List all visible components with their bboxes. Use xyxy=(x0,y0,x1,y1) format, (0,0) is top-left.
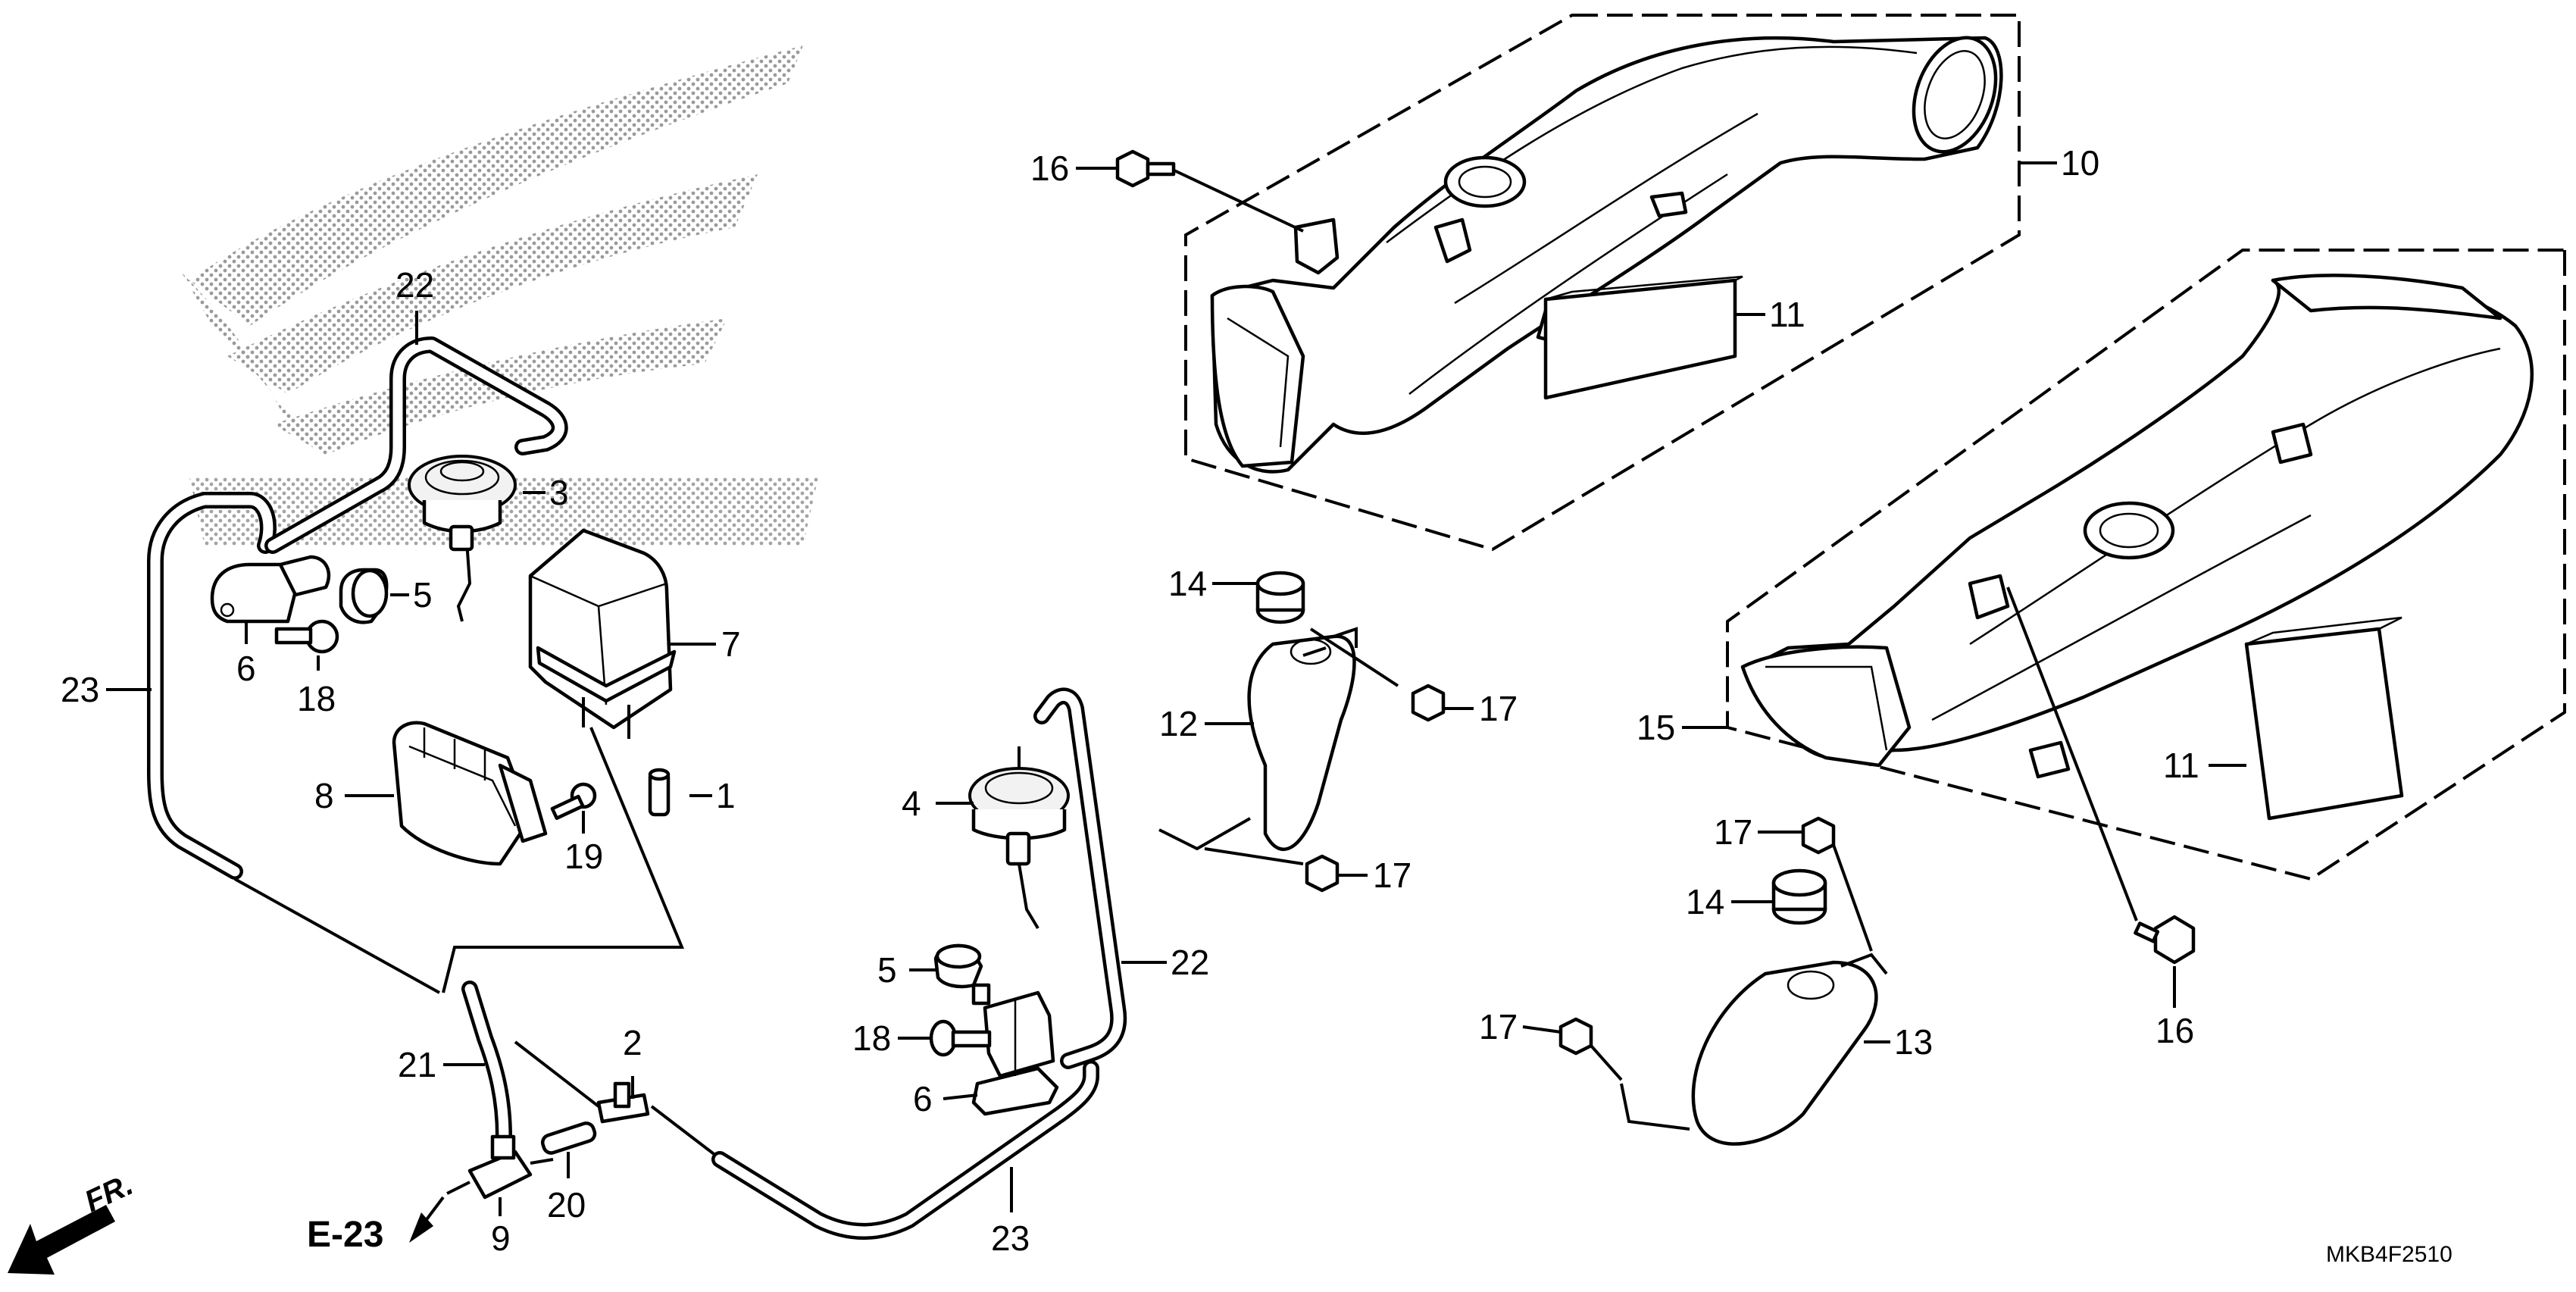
label-part-9: 9 xyxy=(491,1218,511,1258)
part-3-valve xyxy=(408,455,517,622)
part-17-bolt-b xyxy=(1305,854,1340,893)
leader-13-bolt-d xyxy=(1590,1044,1623,1081)
label-part-7: 7 xyxy=(721,624,741,664)
label-part-22-right: 22 xyxy=(1171,943,1209,982)
part-1-pin xyxy=(648,768,671,817)
hose-22-top xyxy=(264,336,568,554)
front-direction-label: FR. xyxy=(80,1168,138,1218)
front-arrow-icon xyxy=(8,1205,115,1275)
part-5-cap-right xyxy=(933,943,983,989)
hose-23-left xyxy=(147,492,277,880)
part-13-stay xyxy=(1620,953,1888,1146)
label-part-16-upper: 16 xyxy=(1030,149,1069,188)
label-part-18-right: 18 xyxy=(852,1018,891,1058)
reference-e23-label: E-23 xyxy=(307,1215,383,1255)
label-part-17-b: 17 xyxy=(1373,856,1411,895)
frame-line-left xyxy=(442,727,684,993)
part-5-cap-left xyxy=(339,568,389,624)
part-20-connector xyxy=(540,1122,597,1155)
part-12-stay xyxy=(1158,627,1358,851)
part-18-bolt-right xyxy=(929,1019,992,1057)
hose-21 xyxy=(461,981,512,1145)
label-part-17-c: 17 xyxy=(1714,812,1752,852)
part-7-canister xyxy=(528,528,677,739)
leader-lines xyxy=(106,161,2246,1216)
line-to-2 xyxy=(514,1040,600,1108)
part-2-tjoint xyxy=(596,1081,650,1124)
label-part-20: 20 xyxy=(547,1185,586,1225)
frame-line-diag xyxy=(234,877,440,994)
frame-duct-10 xyxy=(1184,14,2021,552)
part-4-valve xyxy=(968,746,1070,930)
leader-16-upper-extension xyxy=(1174,169,1304,233)
part-17-bolt-d xyxy=(1558,1017,1593,1056)
label-part-1: 1 xyxy=(716,776,736,815)
part-16-bolt-upper xyxy=(1115,149,1176,188)
part-8-holder xyxy=(392,721,548,866)
part-14-grommet-lower xyxy=(1771,868,1827,925)
part-19-screw xyxy=(550,782,597,821)
label-part-14-upper: 14 xyxy=(1168,564,1207,603)
callout-labels: 1 2 3 4 5 5 6 6 7 8 9 10 11 11 12 13 14 … xyxy=(61,143,2199,1258)
label-part-12: 12 xyxy=(1159,704,1198,743)
label-part-5-left: 5 xyxy=(413,575,433,615)
label-part-17-d: 17 xyxy=(1479,1007,1518,1046)
label-part-6-right: 6 xyxy=(913,1079,933,1118)
label-part-23-bottom: 23 xyxy=(991,1218,1030,1258)
part-14-grommet-upper xyxy=(1255,571,1305,624)
part-15-air-duct xyxy=(1740,274,2534,779)
part-6-bracket-right xyxy=(971,983,1059,1116)
part-16-bolt-lower xyxy=(2134,915,2196,965)
label-part-4: 4 xyxy=(902,784,921,823)
part-6-bracket-left xyxy=(210,555,331,624)
label-part-21: 21 xyxy=(398,1045,436,1084)
diagram-code: MKB4F2510 xyxy=(2326,1242,2453,1267)
hose-22-right xyxy=(1033,687,1127,1069)
leader-16-lower-extension xyxy=(2006,587,2138,921)
reference-arrow-icon xyxy=(409,1196,445,1243)
line-2-to-23 xyxy=(650,1105,717,1157)
part-9-valve xyxy=(446,1134,554,1200)
label-part-19: 19 xyxy=(564,837,603,876)
part-18-bolt-left xyxy=(274,619,339,654)
label-part-11-upper: 11 xyxy=(1769,295,1805,334)
label-part-18-left: 18 xyxy=(297,679,336,718)
part-17-bolt-c xyxy=(1801,816,1836,855)
label-part-15: 15 xyxy=(1637,708,1675,747)
label-part-11-lower: 11 xyxy=(2163,746,2199,785)
label-part-3: 3 xyxy=(549,473,569,512)
label-part-23-left: 23 xyxy=(61,670,99,709)
label-part-16-lower: 16 xyxy=(2156,1011,2194,1050)
hose-23-bottom xyxy=(711,1060,1099,1240)
label-part-10: 10 xyxy=(2061,143,2099,183)
part-17-bolt-a xyxy=(1411,684,1446,722)
label-part-6-left: 6 xyxy=(236,649,256,688)
leader-12-bolt-b xyxy=(1204,847,1304,865)
part-11-filter-upper xyxy=(1543,275,1743,400)
leader-13-bolt xyxy=(1832,844,1873,952)
part-10-air-duct xyxy=(1210,36,2003,474)
label-part-22-top: 22 xyxy=(395,265,434,305)
leader-12-bolt xyxy=(1309,627,1399,687)
label-part-14-lower: 14 xyxy=(1686,882,1724,921)
label-part-13: 13 xyxy=(1894,1022,1933,1062)
label-part-8: 8 xyxy=(314,776,334,815)
label-part-5-right: 5 xyxy=(877,950,897,990)
label-part-2: 2 xyxy=(623,1023,642,1062)
part-11-filter-lower xyxy=(2244,616,2404,821)
label-part-17-a: 17 xyxy=(1479,689,1518,728)
